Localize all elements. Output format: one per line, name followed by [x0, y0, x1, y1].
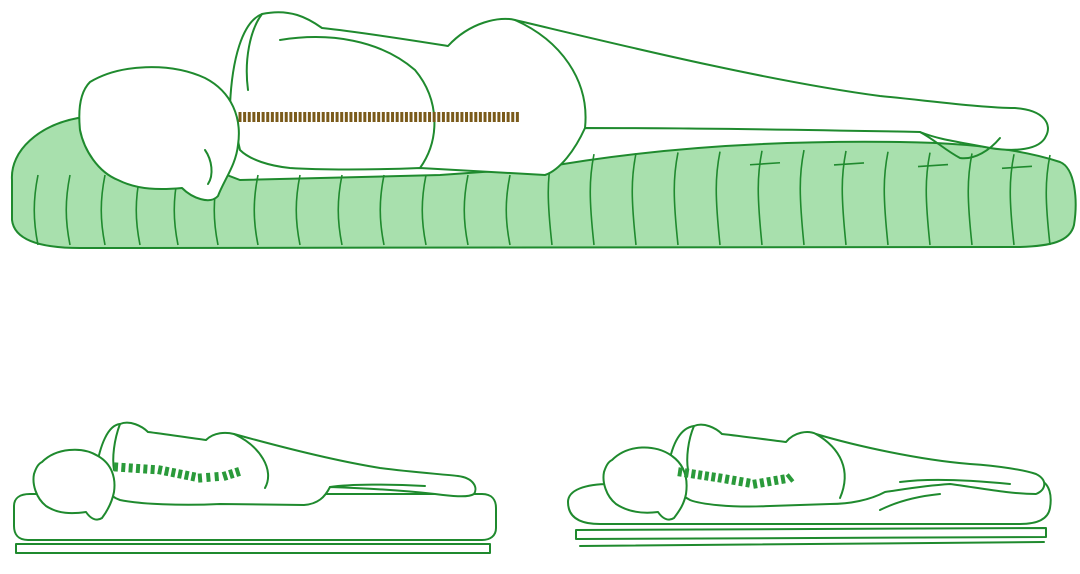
figure-body-left	[96, 423, 475, 505]
figure-side-sleeper-left	[34, 423, 476, 520]
vertebra-segment	[271, 112, 274, 122]
vertebra-segment	[456, 112, 459, 122]
spine-straight	[239, 112, 519, 122]
vertebra-segment	[312, 112, 315, 122]
vertebra-segment	[136, 464, 141, 473]
vertebra-segment	[405, 112, 408, 122]
vertebra-segment	[428, 112, 431, 122]
vertebra-segment	[451, 112, 454, 122]
vertebra-segment	[336, 112, 339, 122]
vertebra-segment	[400, 112, 403, 122]
figure-leg-line-right	[880, 494, 940, 510]
vertebra-segment	[484, 112, 487, 122]
vertebra-segment	[386, 112, 389, 122]
vertebra-segment	[239, 112, 242, 122]
vertebra-segment	[340, 112, 343, 122]
vertebra-segment	[257, 112, 260, 122]
vertebra-segment	[433, 112, 436, 122]
vertebra-segment	[493, 112, 496, 122]
vertebra-segment	[128, 463, 133, 472]
soft-mattress-base-line	[580, 542, 1044, 546]
vertebra-segment	[377, 112, 380, 122]
vertebra-segment	[345, 112, 348, 122]
vertebra-segment	[308, 112, 311, 122]
vertebra-segment	[437, 112, 440, 122]
vertebra-segment	[275, 112, 278, 122]
panel-top	[12, 12, 1076, 248]
figure-body-right	[668, 425, 1044, 507]
vertebra-segment	[150, 465, 155, 474]
vertebra-segment	[460, 112, 463, 122]
vertebra-segment	[419, 112, 422, 122]
vertebra-segment	[289, 112, 292, 122]
vertebra-segment	[479, 112, 482, 122]
vertebra-segment	[382, 112, 385, 122]
vertebra-segment	[502, 112, 505, 122]
vertebra-segment	[391, 112, 394, 122]
vertebra-segment	[121, 463, 126, 472]
vertebra-segment	[497, 112, 500, 122]
vertebra-segment	[206, 473, 211, 482]
panel-bottom-left	[14, 423, 496, 553]
vertebra-segment	[331, 112, 334, 122]
vertebra-segment	[322, 112, 325, 122]
vertebra-segment	[266, 112, 269, 122]
vertebra-segment	[326, 112, 329, 122]
vertebra-segment	[442, 112, 445, 122]
vertebra-segment	[511, 112, 514, 122]
vertebra-segment	[507, 112, 510, 122]
vertebra-segment	[214, 472, 219, 481]
vertebra-segment	[359, 112, 362, 122]
vertebra-segment	[262, 112, 265, 122]
panel-bottom-right	[568, 425, 1051, 546]
vertebra-segment	[465, 112, 468, 122]
vertebra-segment	[285, 112, 288, 122]
vertebra-segment	[447, 112, 450, 122]
vertebra-segment	[354, 112, 357, 122]
figure-head-right	[604, 447, 687, 519]
vertebra-segment	[294, 112, 297, 122]
vertebra-segment	[363, 112, 366, 122]
vertebra-segment	[198, 473, 203, 482]
vertebra-segment	[303, 112, 306, 122]
vertebra-segment	[114, 462, 119, 471]
vertebra-segment	[373, 112, 376, 122]
vertebra-segment	[349, 112, 352, 122]
vertebra-segment	[368, 112, 371, 122]
vertebra-segment	[396, 112, 399, 122]
vertebra-segment	[317, 112, 320, 122]
vertebra-segment	[516, 112, 519, 122]
firm-mattress-base	[16, 544, 490, 553]
soft-mattress-base	[576, 528, 1046, 539]
vertebra-segment	[280, 112, 283, 122]
vertebra-segment	[143, 464, 148, 473]
vertebra-segment	[410, 112, 413, 122]
vertebra-segment	[414, 112, 417, 122]
vertebra-segment	[470, 112, 473, 122]
vertebra-segment	[423, 112, 426, 122]
vertebra-segment	[248, 112, 251, 122]
figure-head-left	[34, 450, 115, 520]
vertebra-segment	[299, 112, 302, 122]
figure-side-sleeper-right	[604, 425, 1045, 520]
vertebra-segment	[243, 112, 246, 122]
vertebra-segment	[474, 112, 477, 122]
vertebra-segment	[252, 112, 255, 122]
vertebra-segment	[488, 112, 491, 122]
